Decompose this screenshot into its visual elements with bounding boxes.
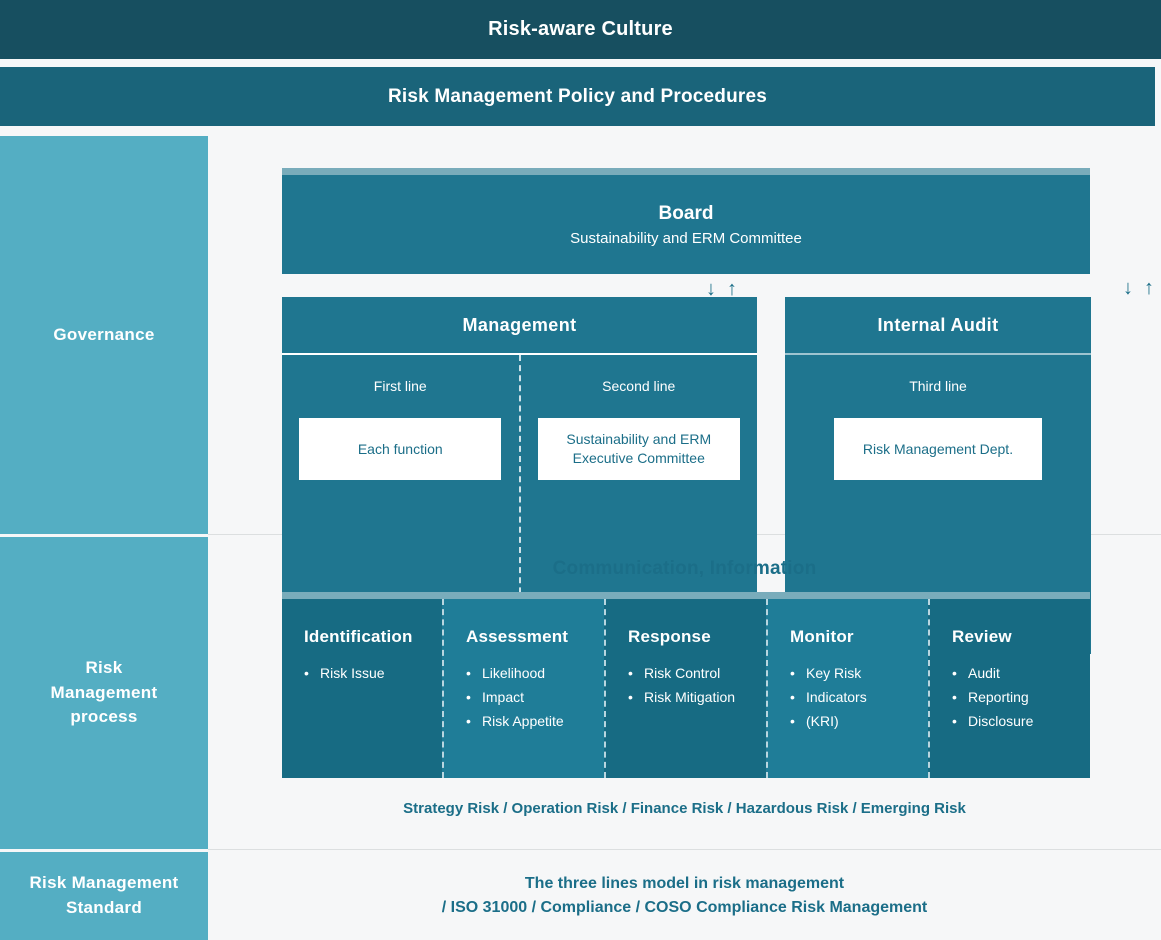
process-step-item: Disclosure — [952, 709, 1090, 733]
process-step-title: Identification — [304, 627, 413, 646]
rail-section-governance: Governance — [0, 136, 208, 534]
rail-section-risk-management-process: Risk Management process — [0, 537, 208, 849]
process-step-assessment: Assessment Likelihood Impact Risk Appeti… — [442, 599, 604, 778]
process-step-item-continuation: Indicators — [790, 685, 928, 709]
process-step-monitor: Monitor Key Risk Indicators (KRI) — [766, 599, 928, 778]
process-step-item: Key Risk — [790, 661, 928, 685]
risk-types-line: Strategy Risk / Operation Risk / Finance… — [403, 800, 966, 817]
internal-audit-title: Internal Audit — [785, 297, 1091, 355]
arrow-up-icon: ↑ — [1144, 277, 1154, 299]
arrow-down-icon: ↓ — [1123, 277, 1133, 299]
entity-box: Risk Management Dept. — [834, 418, 1042, 480]
process-step-title: Monitor — [790, 627, 854, 646]
management-box: Management First line Each function Seco… — [282, 297, 757, 654]
standard-line-2: / ISO 31000 / Compliance / COSO Complian… — [441, 899, 928, 916]
line-label: Third line — [909, 378, 967, 394]
process-step-review: Review Audit Reporting Disclosure — [928, 599, 1090, 778]
rail-section-risk-management-standard: Risk Management Standard — [0, 852, 208, 940]
board-box: Board Sustainability and ERM Committee — [282, 168, 1090, 274]
process-step-items: Risk Issue — [304, 661, 442, 685]
rail-label-risk-management-process: Risk Management process — [50, 658, 158, 727]
process-step-item: Risk Control — [628, 661, 766, 685]
process-step-identification: Identification Risk Issue — [282, 599, 442, 778]
arrow-pair-board-internal-audit: ↓ ↑ — [1123, 278, 1154, 298]
process-step-items: Audit Reporting Disclosure — [952, 661, 1090, 733]
internal-audit-columns: Third line Risk Management Dept. — [785, 355, 1091, 654]
risk-management-standard-pane: The three lines model in risk management… — [208, 852, 1161, 940]
process-step-item: Audit — [952, 661, 1090, 685]
rail-label-risk-management-standard: Risk Management Standard — [29, 873, 179, 917]
management-columns: First line Each function Second line Sus… — [282, 355, 757, 654]
management-column-first-line: First line Each function — [282, 355, 519, 654]
process-step-item: Impact — [466, 685, 604, 709]
entity-box: Sustainability and ERM Executive Committ… — [537, 418, 740, 480]
process-step-item: Reporting — [952, 685, 1090, 709]
risk-management-policy-banner: Risk Management Policy and Procedures — [0, 67, 1155, 126]
process-step-items: Likelihood Impact Risk Appetite — [466, 661, 604, 733]
process-step-items: Key Risk Indicators (KRI) — [790, 661, 928, 733]
process-step-title: Assessment — [466, 627, 569, 646]
arrow-down-icon: ↓ — [706, 278, 716, 300]
arrow-up-icon: ↑ — [727, 278, 737, 300]
process-step-item-continuation: (KRI) — [790, 709, 928, 733]
management-title: Management — [282, 297, 757, 355]
line-label: First line — [373, 378, 427, 394]
board-title: Board — [658, 202, 714, 224]
process-step-title: Response — [628, 627, 711, 646]
communication-information-heading: Communication, Information — [552, 558, 817, 579]
process-step-item: Risk Appetite — [466, 709, 604, 733]
risk-aware-culture-label: Risk-aware Culture — [488, 18, 673, 40]
line-label: Second line — [602, 378, 676, 394]
process-step-item: Risk Mitigation — [628, 685, 766, 709]
section-divider-process-standard — [208, 849, 1161, 850]
process-step-item: Risk Issue — [304, 661, 442, 685]
risk-management-process-pane: Communication, Information Identificatio… — [208, 537, 1161, 849]
standard-line-1: The three lines model in risk management — [524, 875, 845, 892]
management-column-second-line: Second line Sustainability and ERM Execu… — [518, 355, 758, 654]
governance-pane: Board Sustainability and ERM Committee ↓… — [208, 136, 1161, 654]
process-step-items: Risk Control Risk Mitigation — [628, 661, 766, 709]
process-step-response: Response Risk Control Risk Mitigation — [604, 599, 766, 778]
process-step-title: Review — [952, 627, 1012, 646]
rail-label-governance: Governance — [53, 324, 155, 344]
internal-audit-column-third-line: Third line Risk Management Dept. — [785, 355, 1091, 654]
risk-management-policy-label: Risk Management Policy and Procedures — [387, 85, 768, 107]
process-step-item: Likelihood — [466, 661, 604, 685]
entity-box: Each function — [299, 418, 502, 480]
risk-aware-culture-banner: Risk-aware Culture — [0, 0, 1161, 59]
process-steps-strip: Identification Risk Issue Assessment Lik… — [282, 592, 1090, 778]
arrow-pair-board-management: ↓ ↑ — [706, 279, 737, 299]
standard-content: The three lines model in risk management… — [208, 852, 1161, 940]
board-subtitle: Sustainability and ERM Committee — [570, 229, 802, 247]
